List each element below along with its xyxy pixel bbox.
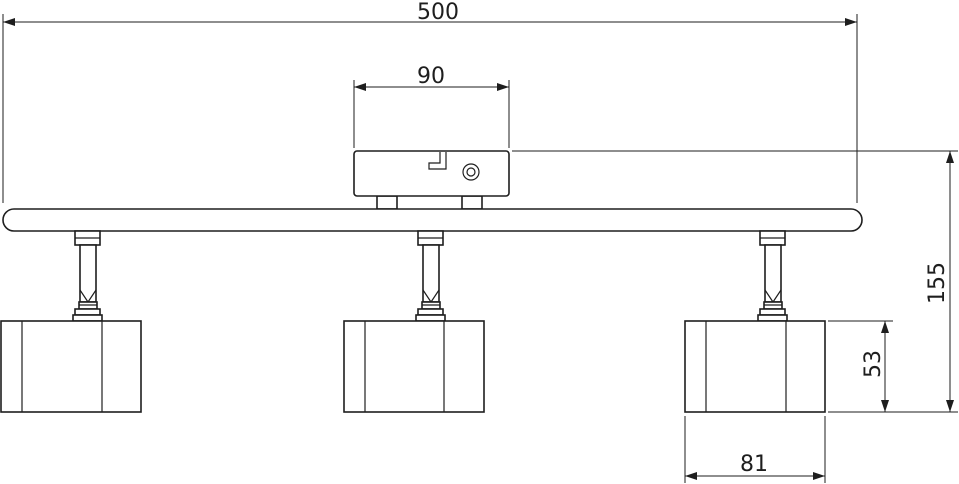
spotlight-left	[0, 230, 142, 413]
spot-joint-base	[74, 308, 101, 316]
spotlight-middle	[343, 230, 485, 413]
dimension-overall-width-label: 500	[417, 0, 459, 25]
screw-inner	[466, 167, 476, 177]
dimension-overall-height: 155	[512, 150, 958, 413]
spotlight-right	[684, 230, 826, 413]
dimension-box-width-label: 90	[417, 64, 445, 89]
dimension-head-width-label: 81	[740, 452, 768, 477]
spot-head	[343, 320, 485, 413]
keyhole-slot	[428, 152, 447, 170]
spot-joint-base	[417, 308, 444, 316]
dimension-head-height-label: 53	[861, 350, 886, 378]
dimension-head-height: 53	[828, 320, 893, 412]
dimension-box-width: 90	[353, 64, 510, 148]
dimension-overall-width: 500	[2, 0, 858, 203]
spot-head	[684, 320, 826, 413]
dimension-overall-height-label: 155	[925, 262, 950, 304]
track-bar	[2, 208, 863, 232]
mount-foot-left	[376, 195, 398, 210]
mount-foot-right	[461, 195, 483, 210]
mounting-box	[353, 150, 510, 210]
spot-head	[0, 320, 142, 413]
screw-outer	[462, 163, 480, 181]
mount-box-body	[353, 150, 510, 197]
spot-joint-base	[759, 308, 786, 316]
dimension-head-width: 81	[684, 416, 826, 483]
